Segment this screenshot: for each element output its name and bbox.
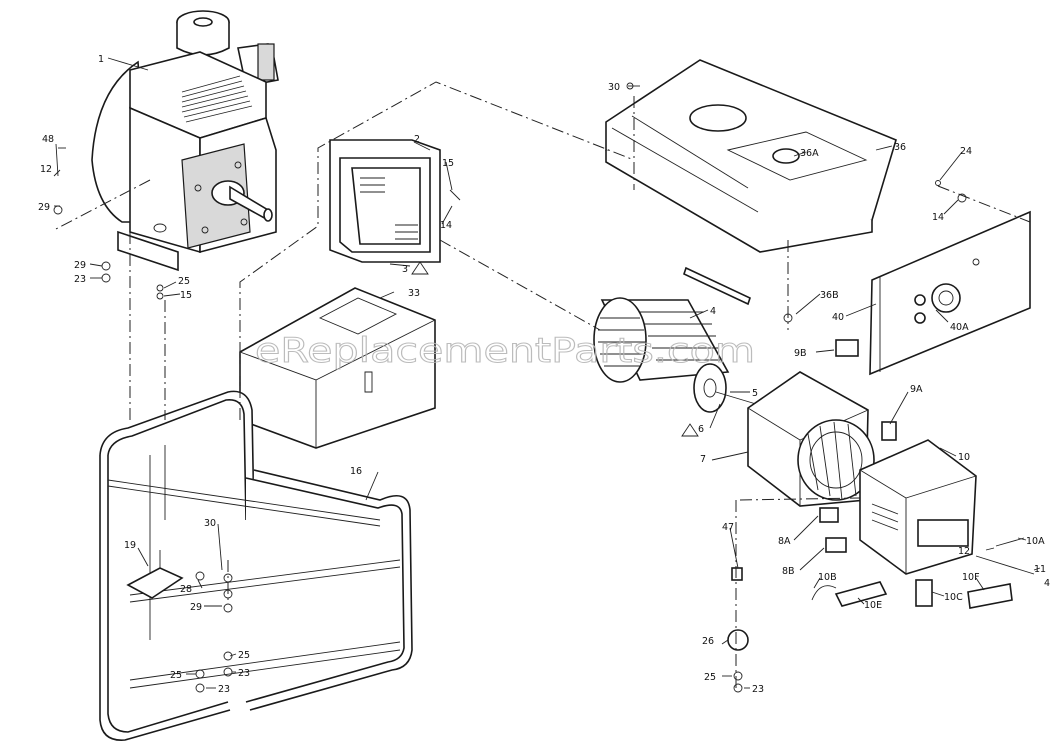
fasteners xyxy=(53,82,967,693)
callout: 8B xyxy=(782,566,795,577)
callout: 12 xyxy=(40,164,52,175)
callout: 10E xyxy=(864,600,882,611)
rotor xyxy=(593,297,730,413)
callout: 14 xyxy=(932,212,944,223)
callout: 36B xyxy=(820,290,839,301)
tube-frame xyxy=(99,390,413,741)
callout: 3 xyxy=(402,264,408,275)
callout: 29 xyxy=(38,202,50,213)
connector-8b xyxy=(825,537,847,553)
callout: 30 xyxy=(204,518,216,529)
callout-labels: 1 48 12 29 29 23 25 15 2 15 14 3 33 30 3… xyxy=(38,54,1050,695)
callout: 15 xyxy=(442,158,454,169)
callout: 40A xyxy=(950,322,969,333)
label-10f xyxy=(967,583,1013,609)
callout: 23 xyxy=(74,274,86,285)
callout: 23 xyxy=(752,684,764,695)
end-bell xyxy=(859,439,977,575)
leader-lines xyxy=(53,57,1041,689)
bolt-11 xyxy=(975,555,1035,575)
callout: 9B xyxy=(794,348,807,359)
warning-triangle xyxy=(681,423,699,437)
callout: 29 xyxy=(74,260,86,271)
callout: 33 xyxy=(408,288,420,299)
callout: 10A xyxy=(1026,536,1045,547)
capacitor-10c xyxy=(915,579,933,607)
callout: 23 xyxy=(218,684,230,695)
callout: 40 xyxy=(832,312,844,323)
spacer-47 xyxy=(731,567,743,581)
mount-bracket xyxy=(126,550,184,599)
callout: 7 xyxy=(700,454,706,465)
bracket-10e xyxy=(834,581,888,607)
callout: 25 xyxy=(704,672,716,683)
breaker-box xyxy=(835,339,859,357)
fuel-tank xyxy=(605,59,897,253)
callout: 48 xyxy=(42,134,54,145)
callout: 29 xyxy=(190,602,202,613)
callout: 24 xyxy=(960,146,972,157)
callout: 19 xyxy=(124,540,136,551)
callout: 36 xyxy=(894,142,906,153)
callout: 26 xyxy=(702,636,714,647)
warning-triangle xyxy=(411,261,429,275)
assembly-lines xyxy=(53,81,1031,690)
watermark: eReplacementParts.com xyxy=(255,331,755,371)
callout: 10 xyxy=(958,452,970,463)
callout: 12 xyxy=(958,546,970,557)
callout: 25 xyxy=(178,276,190,287)
callout: 25 xyxy=(170,670,182,681)
callout: 14 xyxy=(440,220,452,231)
vibration-mount-26 xyxy=(727,629,749,651)
callout: 25 xyxy=(238,650,250,661)
callout: 30 xyxy=(608,82,620,93)
fan-housing xyxy=(329,139,441,263)
callout: 8A xyxy=(778,536,791,547)
callout: 11 xyxy=(1034,564,1046,575)
callout: 36A xyxy=(800,148,819,159)
wrap-cover xyxy=(239,287,436,449)
through-bolt xyxy=(715,391,757,405)
rod xyxy=(683,266,751,306)
callout: 4 xyxy=(710,306,716,317)
stator-housing xyxy=(747,371,897,507)
callout: 10B xyxy=(818,572,837,583)
callout: 4 xyxy=(1044,578,1050,589)
callout: 23 xyxy=(238,668,250,679)
callout: 47 xyxy=(722,522,734,533)
callout: 10C xyxy=(944,592,963,603)
control-panel xyxy=(869,210,1031,376)
callout: 5 xyxy=(752,388,758,399)
callout: 6 xyxy=(698,424,704,435)
callout: 28 xyxy=(180,584,192,595)
callout: 15 xyxy=(180,290,192,301)
callout: 10F xyxy=(962,572,980,583)
engine xyxy=(91,10,279,272)
callout: 1 xyxy=(98,54,104,65)
callout: 16 xyxy=(350,466,362,477)
callout: 2 xyxy=(414,134,420,145)
connector-8a xyxy=(819,507,839,523)
callout: 9A xyxy=(910,384,923,395)
